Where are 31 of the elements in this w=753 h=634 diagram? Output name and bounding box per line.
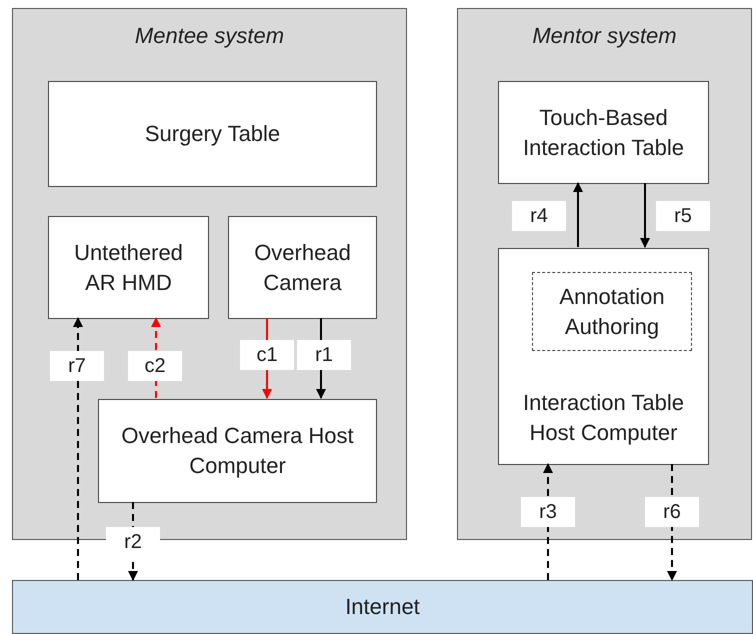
edge-label: c1 bbox=[240, 340, 294, 370]
box-label: Overhead Camera bbox=[253, 238, 352, 296]
process-box bbox=[228, 216, 377, 319]
panel-title: Mentee system bbox=[134, 22, 286, 50]
box-label: Internet bbox=[344, 593, 421, 621]
process-box bbox=[498, 248, 709, 465]
edge-label: r2 bbox=[106, 527, 160, 557]
arrow bbox=[73, 317, 83, 580]
box-label: Interaction Table Host Computer bbox=[522, 389, 686, 447]
edge-label: r7 bbox=[50, 351, 104, 381]
arrow bbox=[640, 183, 650, 248]
box-label: Overhead Camera Host Computer bbox=[120, 422, 355, 480]
system-panel bbox=[457, 8, 752, 540]
edge-label: r3 bbox=[521, 497, 575, 527]
edge-label: r6 bbox=[645, 497, 699, 527]
edge-label: r5 bbox=[656, 201, 710, 231]
process-box bbox=[48, 216, 209, 319]
edge-label: r1 bbox=[297, 340, 351, 370]
process-box bbox=[48, 81, 377, 187]
box-label: Annotation Authoring bbox=[558, 282, 666, 341]
process-box bbox=[498, 81, 709, 184]
panel-title: Mentor system bbox=[531, 22, 678, 50]
box-label: Surgery Table bbox=[144, 120, 282, 148]
box-label: Touch-Based Interaction Table bbox=[522, 104, 686, 162]
process-box bbox=[98, 399, 377, 503]
network-band bbox=[12, 580, 753, 634]
box-label: Untethered AR HMD bbox=[73, 238, 184, 296]
arrow bbox=[573, 182, 583, 247]
module-box bbox=[532, 272, 692, 351]
edge-label: r4 bbox=[512, 201, 566, 231]
edge-label: c2 bbox=[128, 351, 182, 381]
